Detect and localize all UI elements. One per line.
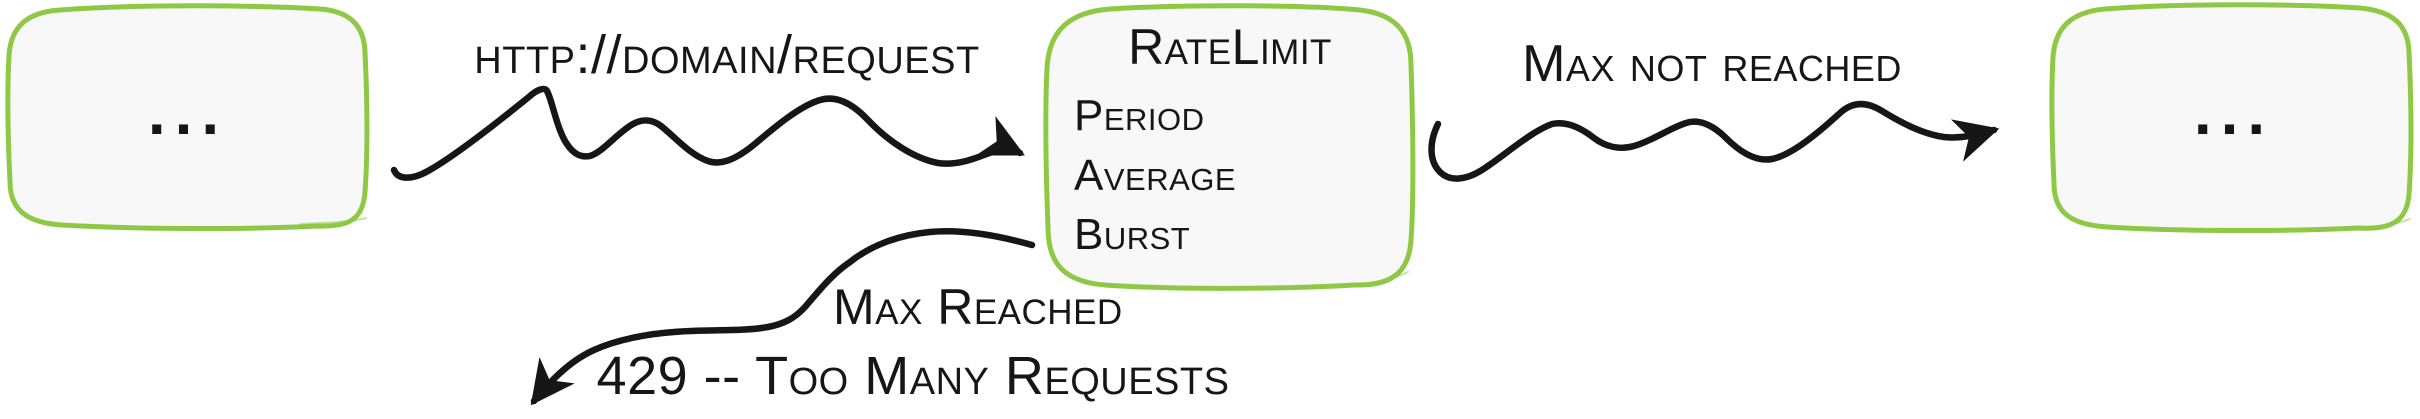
max-reached-label: Max Reached (833, 279, 1123, 335)
ratelimit-box-sketch-gap (1339, 271, 1409, 287)
max-not-reached-arrow (1428, 100, 2000, 182)
ratelimit-field-period: Period (1074, 91, 1205, 140)
outgoing-box-label: ... (2193, 76, 2275, 148)
ratelimit-box-title: RateLimit (1128, 19, 1332, 75)
request-arrow (390, 85, 1025, 181)
incoming-box-outline (5, 3, 370, 232)
ratelimit-field-burst: Burst (1074, 210, 1191, 259)
outgoing-box-sketch-gap (2344, 218, 2411, 230)
max-not-reached-label: Max not reached (1522, 35, 1902, 93)
too-many-requests-label: 429 -- Too Many Requests (596, 346, 1230, 406)
incoming-box-label: ... (147, 76, 229, 148)
max-reached-arrow (530, 228, 1036, 406)
incoming-box-sketch-gap (299, 217, 367, 225)
request-arrow-label: http://domain/request (474, 25, 980, 85)
ratelimit-field-average: Average (1074, 151, 1237, 200)
